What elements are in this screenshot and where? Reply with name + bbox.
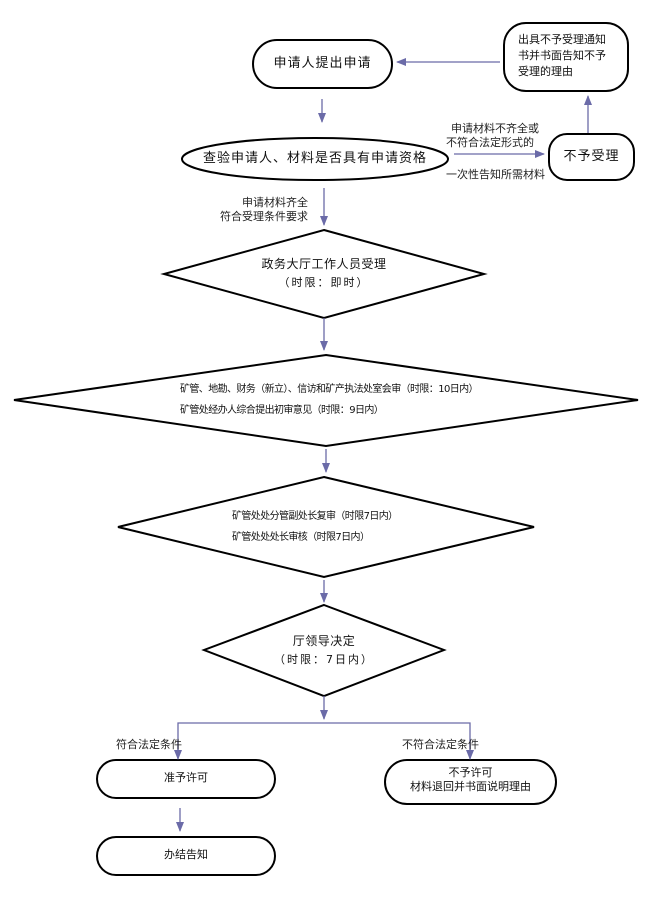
node-review-shape	[13, 353, 639, 448]
edge-label-incomplete-line2: 不符合法定形式的	[446, 136, 534, 150]
node-notice-shape	[503, 22, 629, 92]
edge-label-incomplete-line1: 申请材料不齐全或	[451, 122, 539, 135]
node-decision-title: 厅领导决定	[292, 634, 356, 648]
edge-label-complete: 申请材料齐全 符合受理条件要求	[212, 196, 308, 225]
node-reexam: 矿管处处分管副处长复审（时限7日内） 矿管处处处长审核（时限7日内）	[232, 511, 432, 544]
node-notice-line: 出具不予受理通知	[518, 33, 606, 46]
node-review: 矿管、地勘、财务（新立）、信访和矿产执法处室会审（时限：10日内） 矿管处经办人…	[180, 384, 480, 417]
node-deny: 不予许可 材料退回并书面说明理由	[385, 766, 556, 795]
node-reject-accept-label: 不予受理	[563, 149, 620, 164]
node-submit-label: 申请人提出申请	[273, 56, 372, 71]
node-reexam-line2: 矿管处处处长审核（时限7日内）	[232, 532, 370, 543]
edge-label-complete-line2: 符合受理条件要求	[220, 210, 308, 224]
node-close-shape	[96, 836, 276, 876]
node-submit: 申请人提出申请	[253, 55, 392, 73]
edge-label-incomplete: 申请材料不齐全或 不符合法定形式的	[446, 122, 539, 151]
node-reject-accept-shape	[548, 133, 635, 181]
node-verify: 查验申请人、材料是否具有申请资格	[182, 150, 448, 168]
node-notice-line: 书并书面告知不予	[518, 48, 606, 62]
node-review-line2: 矿管处经办人综合提出初审意见（时限：9日内）	[180, 405, 384, 416]
node-verify-label: 查验申请人、材料是否具有申请资格	[202, 151, 427, 166]
node-reexam-line1: 矿管处处分管副处长复审（时限7日内）	[232, 511, 398, 522]
node-hall-title: 政务大厅工作人员受理	[261, 257, 387, 271]
node-hall: 政务大厅工作人员受理 （时限：即时）	[164, 256, 484, 291]
node-close-label: 办结告知	[164, 848, 208, 861]
node-decision-timelimit: （时限：7日内）	[274, 653, 374, 667]
edge-label-notify-once: 一次性告知所需材料	[446, 168, 545, 181]
node-reexam-shape	[117, 475, 535, 579]
node-notice-line: 受理的理由	[518, 64, 573, 78]
node-approve-label: 准予许可	[164, 771, 208, 784]
node-decision: 厅领导决定 （时限：7日内）	[204, 633, 444, 668]
edge-label-not-meets: 不符合法定条件	[402, 738, 479, 751]
node-approve-shape	[96, 759, 276, 799]
node-review-line1: 矿管、地勘、财务（新立）、信访和矿产执法处室会审（时限：10日内）	[180, 384, 479, 395]
node-deny-shape	[384, 759, 557, 805]
node-hall-timelimit: （时限：即时）	[278, 276, 370, 290]
node-verify-shape	[181, 137, 449, 181]
node-deny-reason: 材料退回并书面说明理由	[410, 780, 531, 794]
node-approve: 准予许可	[97, 771, 275, 786]
node-deny-title: 不予许可	[448, 766, 493, 779]
node-submit-shape	[252, 39, 393, 89]
node-reject-accept: 不予受理	[549, 148, 634, 166]
node-notice: 出具不予受理通知 书并书面告知不予 受理的理由	[518, 32, 624, 80]
node-close: 办结告知	[97, 848, 275, 863]
edge-label-meets: 符合法定条件	[116, 738, 182, 751]
edge-label-complete-line1: 申请材料齐全	[242, 196, 308, 209]
